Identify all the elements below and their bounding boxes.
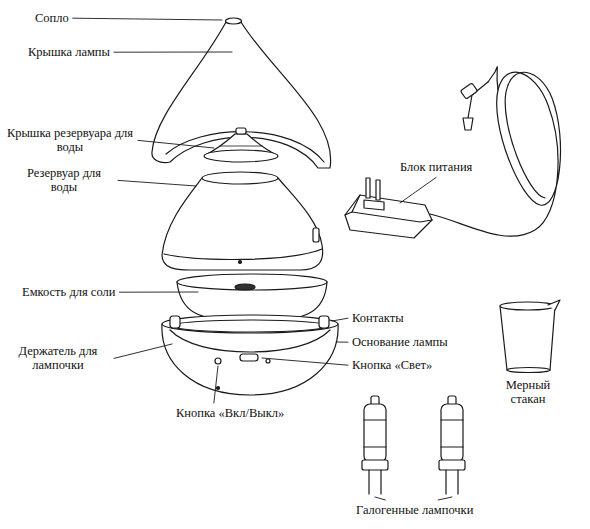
leader-line: [332, 318, 348, 321]
leader-line: [375, 497, 385, 500]
part-label: Резервуар для воды: [14, 166, 114, 195]
leader-line: [438, 497, 452, 500]
leader-line: [114, 344, 172, 358]
part-label: Кнопка «Свет»: [352, 358, 432, 372]
leader-line: [138, 140, 214, 148]
leader-lines: [73, 18, 452, 500]
lamp-cover: [152, 18, 331, 168]
part-label: Галогенные лампочки: [356, 503, 473, 517]
leader-line: [118, 180, 196, 186]
part-label: Кнопка «Вкл/Выкл»: [176, 406, 284, 420]
power-supply: [345, 67, 561, 238]
part-label: Держатель для лампочки: [6, 344, 110, 373]
lamp-base: [162, 315, 338, 395]
part-label: Основание лампы: [352, 335, 448, 349]
leader-line: [400, 177, 436, 203]
part-label: Крышка лампы: [28, 45, 110, 59]
leader-line: [336, 342, 348, 343]
tank-lid: [204, 128, 278, 162]
leader-line: [214, 366, 218, 403]
measuring-cup: [500, 300, 560, 373]
leader-line: [262, 358, 348, 365]
leader-line: [114, 52, 232, 53]
part-label: Сопло: [35, 11, 69, 25]
part-label: Мерный стакан: [492, 378, 564, 407]
halogen-bulbs: [362, 396, 465, 494]
leader-line: [73, 18, 222, 20]
leader-line: [119, 292, 198, 293]
water-reservoir: [162, 172, 323, 270]
part-label: Блок питания: [400, 160, 472, 174]
part-label: Крышка резервуара для воды: [6, 126, 134, 155]
part-label: Контакты: [352, 311, 404, 325]
part-label: Емкость для соли: [22, 285, 115, 299]
